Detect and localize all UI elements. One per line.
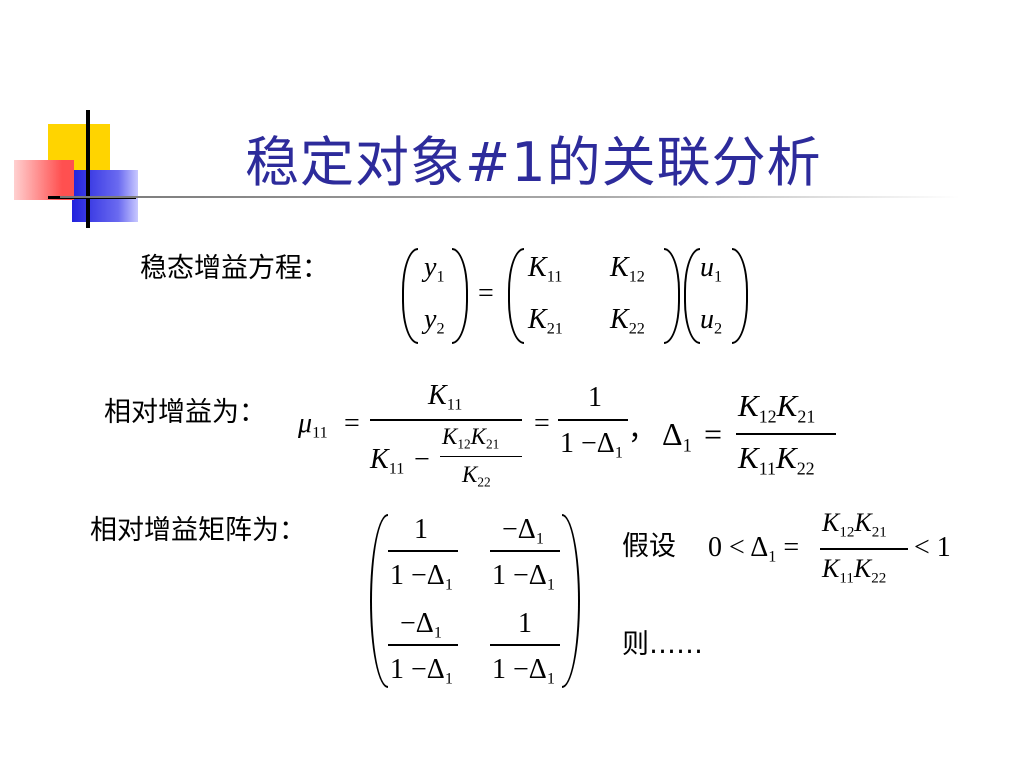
inner-frac-denominator: K22 — [462, 462, 491, 490]
rga-left-paren — [370, 514, 388, 688]
logo-vertical-line — [86, 110, 90, 228]
steady-gain-label: 稳态增益方程： — [140, 253, 329, 284]
rga-12-den: 1 −Δ1 — [492, 560, 555, 594]
mu11: μ11 — [298, 408, 328, 442]
delta-def-numerator: K12K21 — [738, 388, 816, 427]
k-matrix-left-paren — [508, 248, 524, 344]
inequality-left: 0 < Δ1 = — [708, 532, 800, 566]
frac-k11-numerator: K11 — [428, 380, 463, 414]
k21: K21 — [528, 304, 563, 338]
u1: u1 — [700, 252, 723, 286]
one-over-fraction-bar — [558, 419, 628, 421]
rga-21-num: −Δ1 — [400, 608, 442, 642]
k-matrix-right-paren — [664, 248, 680, 344]
equals-sign-4: = — [704, 416, 723, 452]
assume-frac-numerator: K12K21 — [822, 508, 887, 541]
equals-sign-1: = — [478, 278, 494, 309]
u-vector-left-paren — [684, 248, 700, 344]
equals-sign-3: = — [534, 408, 550, 439]
rga-21-bar — [388, 644, 458, 646]
y1: y1 — [424, 252, 445, 286]
rga-21-den: 1 −Δ1 — [390, 654, 453, 688]
rga-12-bar — [490, 550, 560, 552]
slide-title: 稳定对象#1的关联分析 — [245, 131, 822, 194]
denominator-minus: − — [414, 444, 430, 475]
denominator-k11: K11 — [370, 444, 405, 478]
frac-one-numerator: 1 — [588, 382, 602, 413]
k11: K11 — [528, 252, 563, 286]
rga-22-den: 1 −Δ1 — [492, 654, 555, 688]
rga-12-num: −Δ1 — [502, 514, 544, 548]
delta-def-fraction-bar — [736, 433, 836, 435]
assume-frac-denominator: K11K22 — [822, 554, 887, 587]
rga-11-den: 1 −Δ1 — [390, 560, 453, 594]
u-vector-right-paren — [732, 248, 748, 344]
rga-11-num: 1 — [414, 514, 428, 545]
comma: ， — [628, 415, 657, 446]
assume-label: 假设 — [622, 531, 676, 562]
inner-frac-numerator: K12K21 — [442, 424, 500, 452]
y2: y2 — [424, 304, 445, 338]
then-label: 则…… — [622, 629, 703, 660]
rga-22-num: 1 — [518, 608, 532, 639]
relative-gain-label: 相对增益为： — [104, 397, 266, 428]
inequality-right: < 1 — [914, 532, 951, 563]
y-vector-left-paren — [402, 248, 418, 344]
title-rule — [60, 196, 960, 198]
rga-matrix-label: 相对增益矩阵为： — [90, 515, 306, 546]
k22: K22 — [610, 304, 645, 338]
rga-11-bar — [388, 550, 458, 552]
y-vector-right-paren — [452, 248, 468, 344]
assume-fraction-bar — [820, 548, 908, 550]
logo-red-block — [14, 160, 74, 200]
frac-one-minus-delta: 1 −Δ1 — [560, 428, 623, 462]
equals-sign-2: = — [344, 408, 360, 439]
rga-22-bar — [490, 644, 560, 646]
inner-fraction-bar — [440, 456, 522, 457]
main-fraction-bar — [370, 419, 522, 421]
u2: u2 — [700, 304, 723, 338]
delta1: Δ1 — [662, 416, 692, 457]
delta-def-denominator: K11K22 — [738, 440, 815, 479]
k12: K12 — [610, 252, 645, 286]
rga-right-paren — [562, 514, 580, 688]
